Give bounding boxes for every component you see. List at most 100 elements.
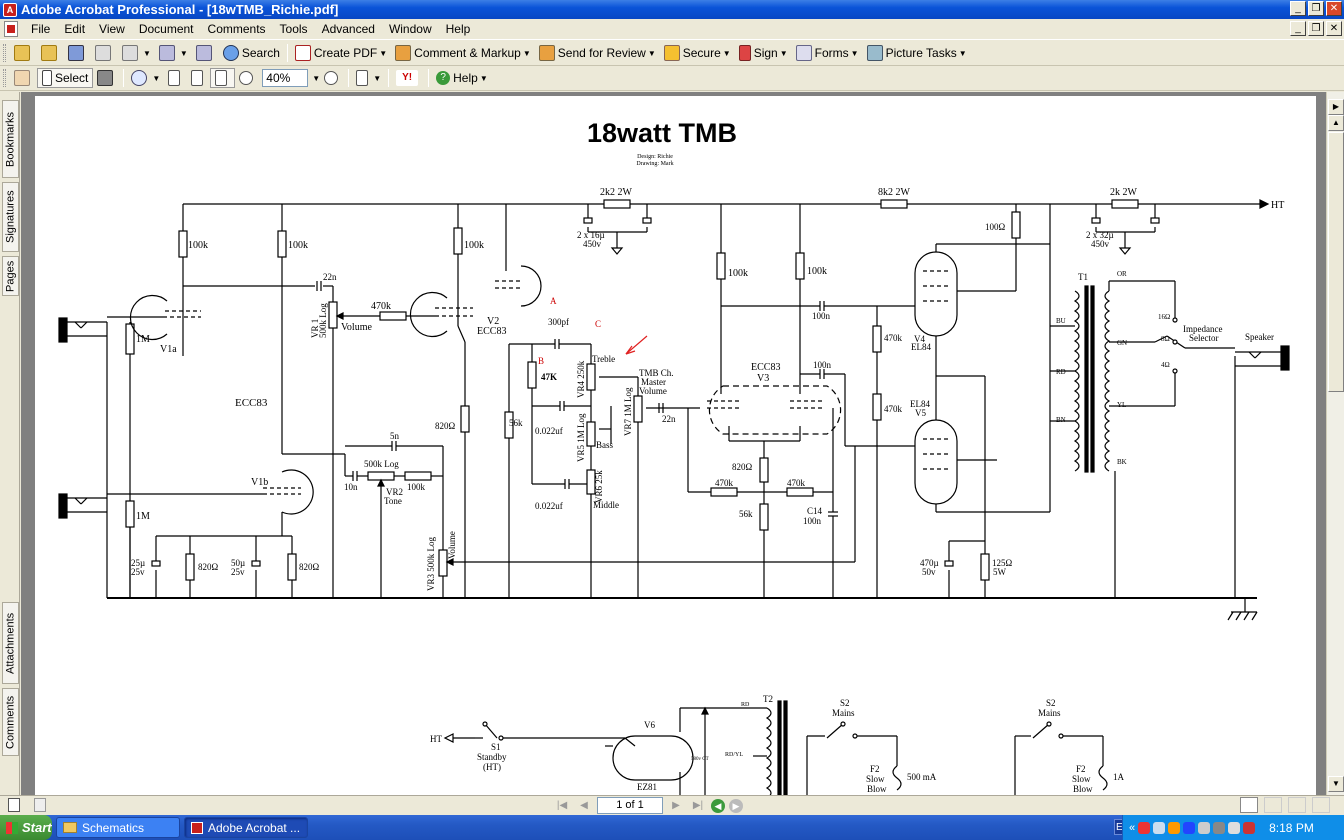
zoom-out-button[interactable] [235,68,260,88]
facing-icon[interactable] [1288,797,1306,813]
close-button[interactable]: ✕ [1326,1,1342,16]
previous-view-icon[interactable]: ◀ [711,798,725,813]
toolbar-grip[interactable] [3,44,6,62]
fit-width-button[interactable] [210,68,236,88]
doc-restore-button[interactable]: ❐ [1308,21,1324,36]
help-label: Help [453,71,478,85]
page-size-icon[interactable] [8,798,20,812]
menu-help[interactable]: Help [445,22,471,36]
toolbar-grip[interactable] [3,69,6,87]
tab-signatures[interactable]: Signatures [2,182,19,252]
sign-button[interactable]: Sign▼ [735,43,792,63]
tray-app-icon[interactable] [1138,821,1151,834]
help-button[interactable]: ?Help▼ [432,68,492,88]
start-button[interactable]: Start [0,815,52,840]
hand-tool-button[interactable] [10,68,37,88]
zoom-dropdown-arrow[interactable]: ▼ [312,73,321,83]
forms-label: Forms [814,46,849,60]
save-button[interactable] [64,43,91,63]
page-number-field[interactable]: 1 of 1 [597,797,663,814]
document-icon[interactable] [4,21,18,37]
zoom-in-button[interactable] [320,68,345,88]
rotate-button[interactable]: ▼ [352,68,385,88]
menu-window[interactable]: Window [388,22,432,36]
toolbar-separator [123,69,125,87]
label-slow-1: Slow [866,774,885,784]
send-review-button[interactable]: Send for Review▼ [535,43,660,63]
restore-button[interactable]: ❐ [1308,1,1324,16]
tray-volume-icon[interactable] [1198,821,1211,834]
label-f2-2: F2 [1076,764,1086,774]
scroll-thumb[interactable] [1328,132,1344,392]
print-button[interactable] [91,43,118,63]
scroll-up-arrow[interactable]: ▲ [1328,115,1344,131]
tray-update-icon[interactable] [1168,821,1181,834]
tab-bookmarks[interactable]: Bookmarks [2,100,19,178]
single-page-icon[interactable] [1240,797,1258,813]
page-layout-icon[interactable] [34,798,46,812]
tab-attachments[interactable]: Attachments [2,602,19,684]
document-viewport[interactable]: 18watt TMB Design: Richie Drawing: Mark … [21,92,1326,795]
create-pdf-icon [294,45,311,61]
doc-close-button[interactable]: ✕ [1326,21,1342,36]
output-transformer [1049,204,1236,598]
menu-view[interactable]: View [99,22,125,36]
cathode-network-v1 [151,535,297,598]
menu-document[interactable]: Document [138,22,194,36]
menu-advanced[interactable]: Advanced [321,22,375,36]
menu-tools[interactable]: Tools [279,22,308,36]
continuous-icon[interactable] [1264,797,1282,813]
taskbar-item-acrobat[interactable]: Adobe Acrobat ... [184,817,308,838]
select-tool-button[interactable]: Select [37,68,94,88]
tray-network-icon[interactable] [1153,821,1166,834]
vertical-scrollbar[interactable]: ▶ ▲ ▼ [1326,92,1344,795]
comment-markup-button[interactable]: Comment & Markup▼ [391,43,535,63]
fit-page-icon [191,70,204,86]
continuous-facing-icon[interactable] [1312,797,1330,813]
label-tmb-ch: TMB Ch. [639,368,674,378]
first-page-button[interactable]: |◀ [556,800,568,811]
tray-device-icon[interactable] [1213,821,1226,834]
previous-page-button[interactable]: ◀ [580,800,588,811]
toolbar-addon-button[interactable]: Y! [392,68,425,88]
last-page-button[interactable]: ▶| [692,800,704,811]
zoom-out-icon [239,71,254,85]
pdf-page: 18watt TMB Design: Richie Drawing: Mark … [35,96,1316,795]
send-review-icon [538,45,555,61]
actual-size-button[interactable] [164,68,187,88]
next-view-icon[interactable]: ▶ [729,798,743,813]
zoom-tool-button[interactable]: ▼ [127,68,164,88]
scroll-right-arrow[interactable]: ▶ [1328,99,1344,115]
scroll-down-arrow[interactable]: ▼ [1328,776,1344,792]
speaker-jack [1235,345,1290,371]
label-56k-2: 56k [739,509,753,519]
zoom-input[interactable]: 40% [262,69,309,87]
menu-comments[interactable]: Comments [207,22,266,36]
open-button[interactable] [10,43,37,63]
email-button[interactable] [192,43,219,63]
organizer-button[interactable] [37,43,64,63]
tab-pages[interactable]: Pages [2,256,19,296]
tasks-button[interactable]: ▼ [118,43,155,63]
menu-edit[interactable]: Edit [64,22,86,36]
secure-button[interactable]: Secure▼ [660,43,735,63]
attach-button[interactable]: ▼ [155,43,192,63]
doc-minimize-button[interactable]: _ [1290,21,1306,36]
tray-bluetooth-icon[interactable] [1183,821,1196,834]
tray-security-icon[interactable] [1228,821,1241,834]
fit-page-button[interactable] [187,68,210,88]
tap-8ohm [1172,339,1178,345]
next-page-button[interactable]: ▶ [672,800,680,811]
taskbar-item-schematics[interactable]: Schematics [56,817,180,838]
tray-expand-icon[interactable]: « [1129,821,1136,834]
menu-file[interactable]: File [31,22,51,36]
create-pdf-button[interactable]: Create PDF▼ [291,43,391,63]
picture-tasks-button[interactable]: Picture Tasks▼ [863,43,971,63]
tab-comments[interactable]: Comments [2,688,19,756]
lock-icon [663,45,680,61]
snapshot-button[interactable] [93,68,120,88]
forms-button[interactable]: Forms▼ [792,43,863,63]
minimize-button[interactable]: _ [1290,1,1306,16]
search-button[interactable]: Search [219,43,284,63]
tray-acrobat-icon[interactable] [1243,821,1256,834]
